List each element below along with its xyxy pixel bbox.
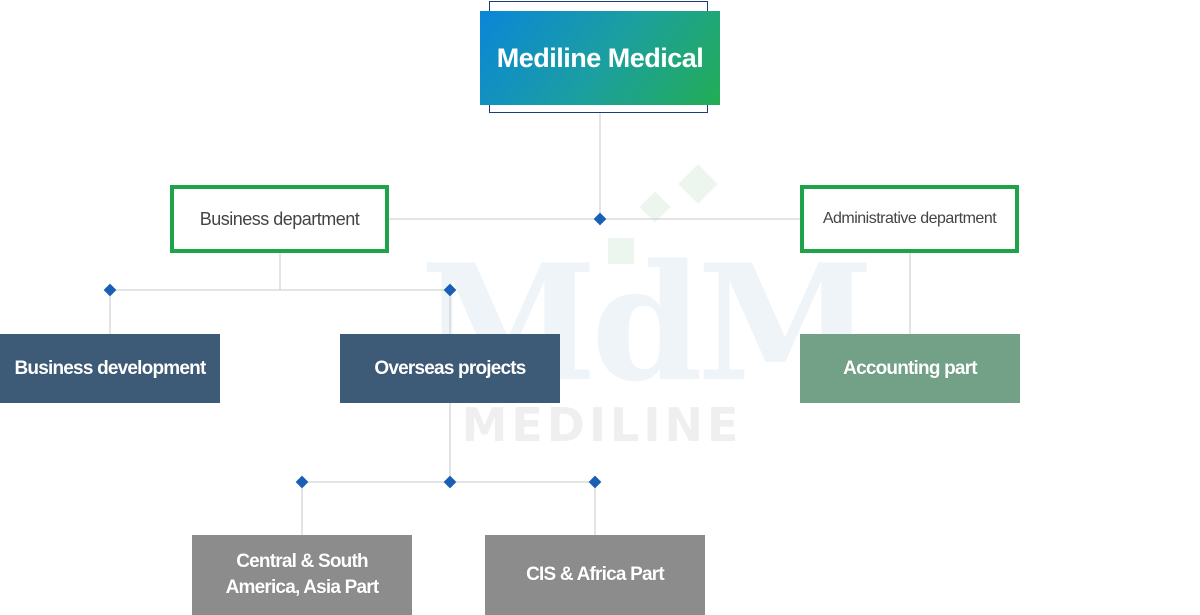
junction-diamond-overseas [443,283,457,297]
cis-africa-part-node: CIS & Africa Part [485,535,705,615]
central-south-america-asia-part-node: Central & South America, Asia Part [192,535,412,615]
business-department-label: Business department [199,208,360,229]
administrative-department-node: Administrative department [800,185,1019,253]
root-node-label: Mediline Medical [496,42,704,73]
business-department-node: Business department [170,185,389,253]
junction-diamond-cis [588,475,602,489]
root-node: Mediline Medical [480,11,720,105]
business-development-label: Business development [14,357,207,379]
junction-diamond-csa [295,475,309,489]
administrative-department-label: Administrative department [822,210,997,227]
accounting-part-node: Accounting part [800,334,1020,403]
business-development-node: Business development [0,334,220,403]
connector-line-group [109,113,911,535]
junction-diamond-overseas-bottom [443,475,457,489]
junction-diamond-root [593,212,607,226]
junction-diamond-bizdev [103,283,117,297]
accounting-part-label: Accounting part [843,357,977,379]
overseas-projects-node: Overseas projects [340,334,560,403]
cis-africa-part-label: CIS & Africa Part [526,564,665,585]
central-south-america-asia-part-label: Central & South America, Asia Part [225,551,380,598]
overseas-projects-label: Overseas projects [374,357,526,379]
